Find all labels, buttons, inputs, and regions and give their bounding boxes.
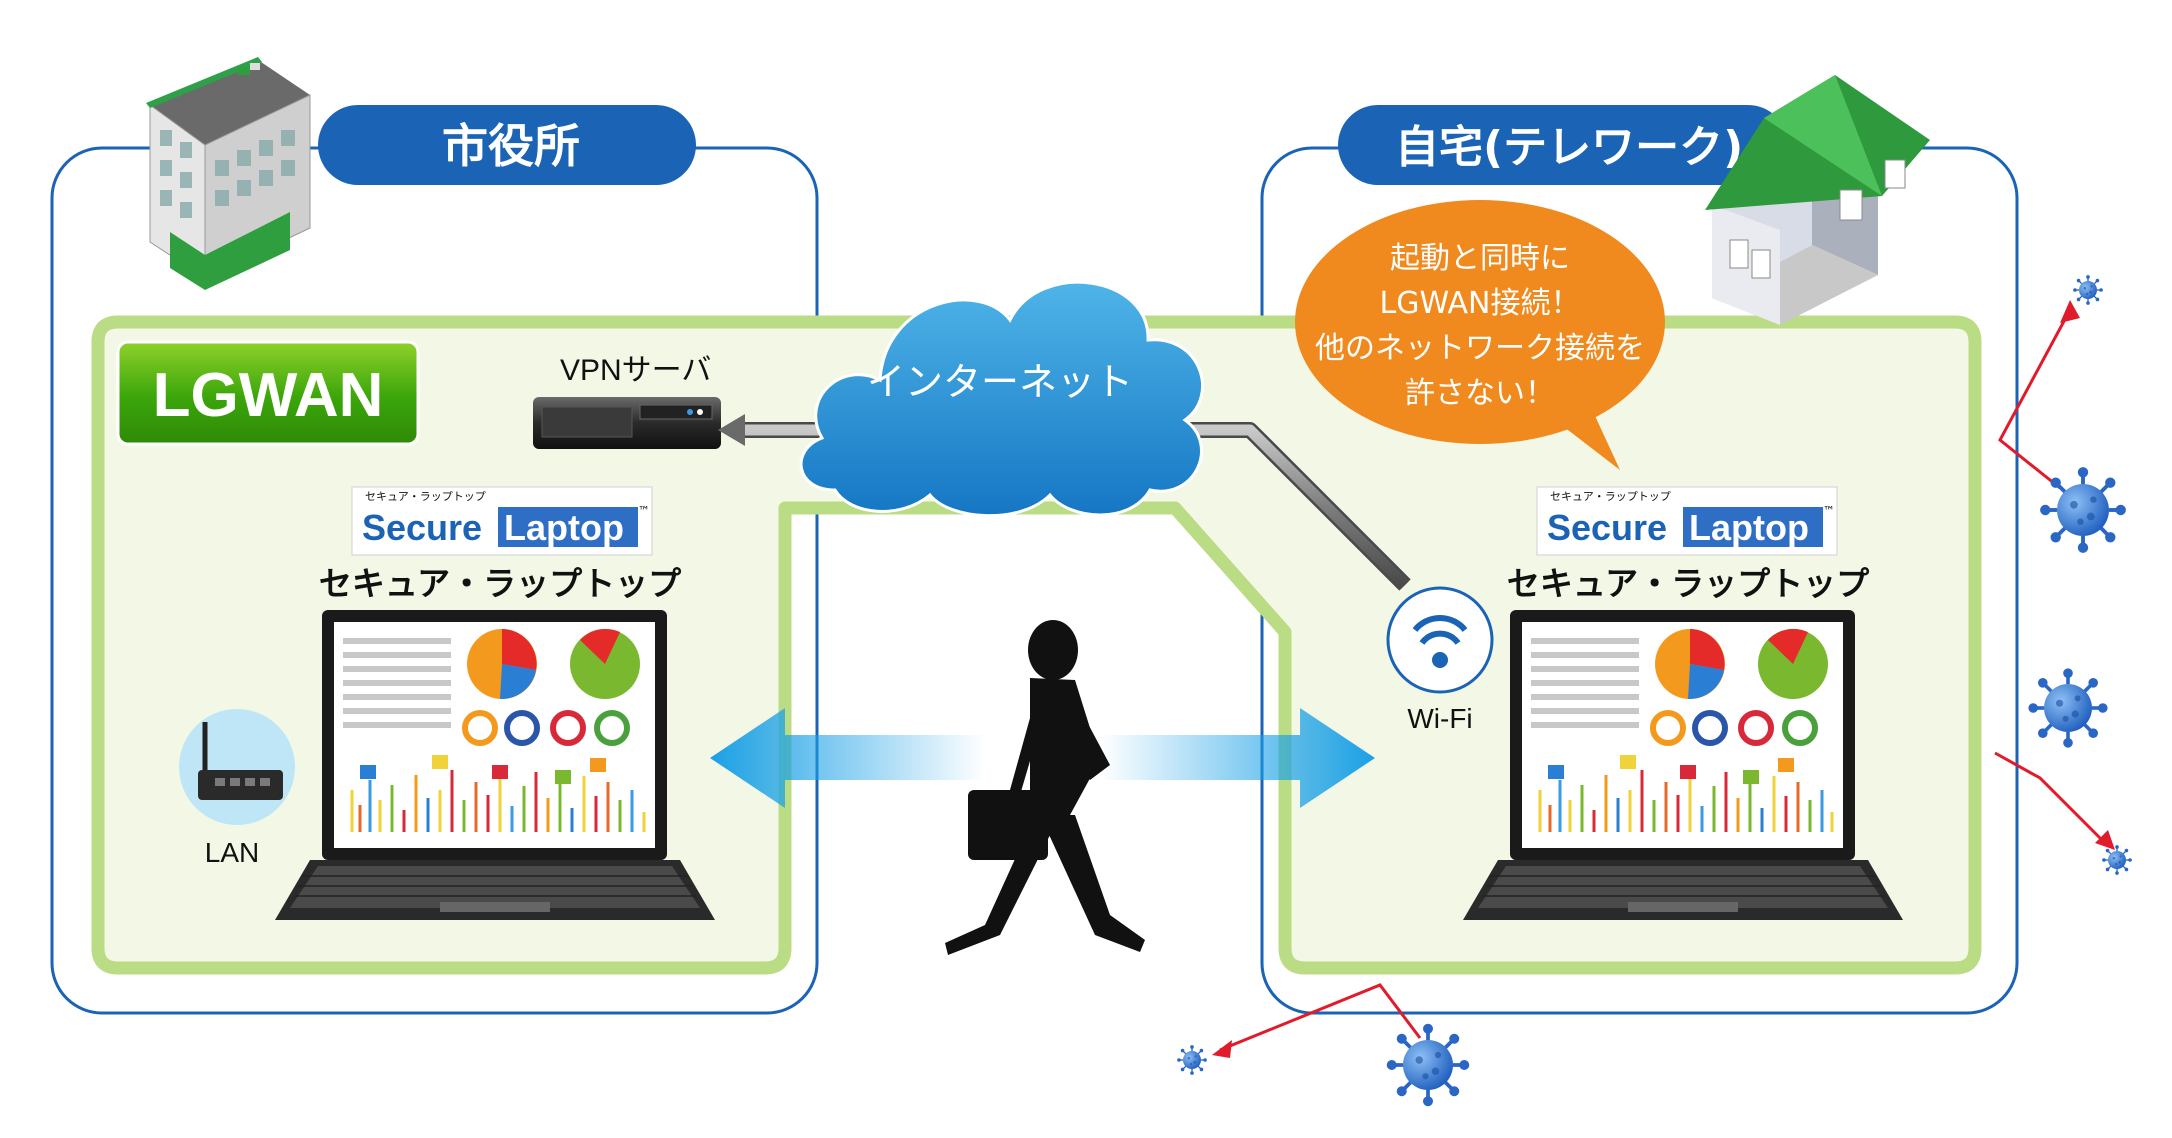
laptop-right-icon (1463, 610, 1903, 920)
callout-line-2: LGWAN接続！ (1380, 286, 1581, 321)
walking-person-icon (945, 620, 1145, 955)
callout-line-1: 起動と同時に (1390, 241, 1570, 276)
svg-text:セキュア・ラップトップ: セキュア・ラップトップ (365, 490, 486, 503)
callout-line-3: 他のネットワーク接続を (1315, 331, 1645, 366)
lgwan-badge (116, 340, 420, 446)
svg-text:™: ™ (1823, 504, 1835, 518)
office-label: 市役所 (442, 119, 580, 173)
secure-laptop-logo-left: セキュア・ラップトップ Secure Laptop ™ (351, 486, 653, 556)
virus-threats (1176, 274, 2133, 1109)
lan-label: LAN (205, 837, 259, 868)
office-label-pill (318, 105, 696, 185)
svg-text:Secure: Secure (1547, 507, 1667, 548)
laptop-left-icon (275, 610, 715, 920)
house-icon (1705, 75, 1930, 325)
lgwan-label: LGWAN (153, 361, 384, 430)
callout-line-4: 許さない！ (1405, 376, 1555, 411)
internet-cloud-icon (799, 280, 1204, 518)
wifi-label: Wi-Fi (1407, 703, 1472, 734)
svg-text:™: ™ (638, 504, 650, 518)
internet-label: インターネット (867, 360, 1133, 404)
callout-bubble (1295, 200, 1665, 470)
svg-text:Laptop: Laptop (504, 507, 624, 548)
home-label: 自宅(テレワーク) (1395, 122, 1743, 173)
svg-text:Secure: Secure (362, 507, 482, 548)
secure-laptop-logo-right: セキュア・ラップトップ Secure Laptop ™ (1536, 486, 1838, 556)
svg-text:Laptop: Laptop (1689, 507, 1809, 548)
commute-double-arrow (710, 708, 1375, 808)
vpn-server-icon (533, 397, 721, 449)
wifi-icon (1386, 586, 1494, 694)
svg-text:セキュア・ラップトップ: セキュア・ラップトップ (1550, 490, 1671, 503)
vpn-label: VPNサーバ (560, 354, 711, 387)
laptop-left-caption: セキュア・ラップトップ (319, 564, 682, 603)
lan-router-icon (179, 709, 295, 825)
laptop-right-caption: セキュア・ラップトップ (1507, 564, 1870, 603)
office-building-icon (146, 57, 311, 290)
home-label-pill (1338, 105, 1788, 185)
